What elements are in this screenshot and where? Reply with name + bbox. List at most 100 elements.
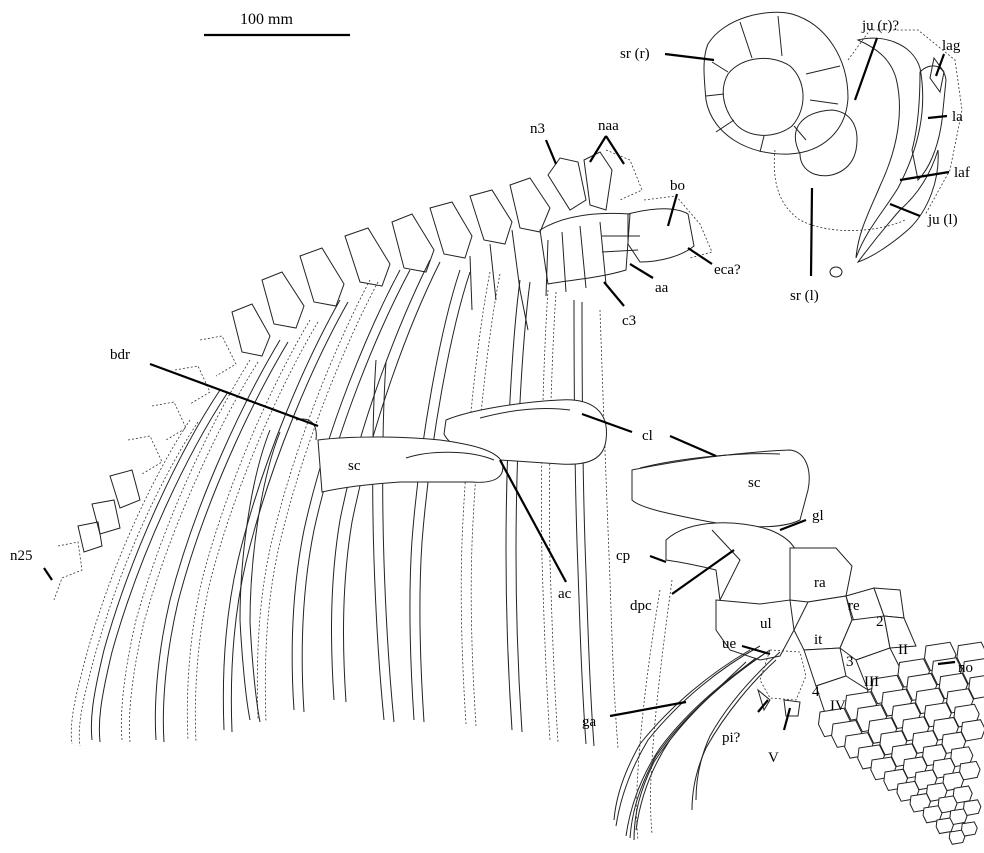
- neural-spine-9: [345, 228, 390, 286]
- label-sr-r: sr (r): [620, 46, 650, 62]
- leader-cl-2: [670, 436, 716, 456]
- leader-ac: [500, 460, 566, 582]
- neural-spine-12: [232, 304, 270, 356]
- neural-spine-4: [584, 152, 612, 210]
- phalanx: [964, 800, 981, 816]
- phalanx: [960, 761, 980, 779]
- label-bdr: bdr: [110, 347, 130, 363]
- label-no: no: [958, 660, 973, 676]
- label-ue: ue: [722, 636, 737, 652]
- leader-bdr: [150, 364, 318, 426]
- rib-cage: [71, 260, 618, 748]
- rib: [302, 270, 410, 712]
- skull-dorsal-margin: [848, 30, 962, 215]
- label-naa: naa: [598, 118, 619, 134]
- neural-spine-16: [128, 436, 162, 474]
- leader-c3: [604, 282, 624, 306]
- label-n25: n25: [10, 548, 33, 564]
- rib: [71, 420, 190, 744]
- rib: [373, 360, 384, 720]
- neural-spine-18: [92, 500, 120, 534]
- gastralium: [630, 658, 756, 838]
- rib: [223, 300, 340, 730]
- rib: [231, 302, 348, 732]
- neural-spine-13: [200, 336, 236, 376]
- rib: [240, 430, 270, 720]
- label-eca: eca?: [714, 262, 741, 278]
- orbit-outline: [795, 110, 857, 176]
- label-laf: laf: [954, 165, 970, 181]
- label-ul: ul: [760, 616, 772, 632]
- phalanx: [961, 720, 984, 741]
- rib: [471, 274, 500, 726]
- rib: [541, 290, 550, 740]
- rib: [461, 272, 490, 724]
- rib: [99, 392, 228, 742]
- leader-lag: [936, 54, 944, 76]
- label-aa: aa: [655, 280, 669, 296]
- pectoral-girdle: [296, 400, 607, 492]
- neural-spine-6: [470, 190, 512, 244]
- leader-sr-r: [665, 54, 714, 60]
- rib: [257, 280, 370, 720]
- gastralium: [696, 652, 780, 800]
- lacrimal: [912, 66, 946, 180]
- phalanx: [962, 822, 978, 836]
- scapula-right: [632, 450, 809, 527]
- label-n3: n3: [530, 121, 545, 137]
- sclerotic-plate-lines: [706, 16, 840, 152]
- leader-n25: [44, 568, 52, 580]
- scale-bar: 100 mm: [204, 11, 350, 35]
- sclerotic-ring-right: [704, 12, 848, 154]
- rib: [79, 422, 198, 746]
- label-ga: ga: [582, 714, 597, 730]
- label-ju-l: ju (l): [927, 212, 958, 228]
- rib: [91, 390, 220, 740]
- rib: [383, 362, 394, 722]
- label-lag: lag: [942, 38, 961, 54]
- label-ac: ac: [558, 586, 572, 602]
- neural-spine-8: [392, 214, 434, 272]
- sclerotic-ring-inner: [723, 58, 803, 135]
- label-digit-II: II: [898, 642, 908, 658]
- neural-spine-11: [262, 272, 304, 328]
- label-cl: cl: [642, 428, 653, 444]
- label-it: it: [814, 632, 823, 648]
- leader-aa: [630, 264, 653, 278]
- neural-spine-19: [78, 522, 102, 552]
- label-digit-III: III: [864, 674, 879, 690]
- leader-eca: [688, 248, 712, 264]
- scale-bar-label: 100 mm: [240, 11, 293, 28]
- label-la: la: [952, 109, 963, 125]
- skull-ventral-margin: [774, 150, 905, 231]
- leader-naa-2: [606, 136, 624, 164]
- metacarpal-V: [784, 700, 800, 716]
- skull: [704, 12, 962, 277]
- humerus: [666, 523, 798, 611]
- label-sc-limb: sc: [748, 475, 761, 491]
- label-re: re: [848, 598, 860, 614]
- rib: [582, 302, 594, 746]
- pisiform: [758, 690, 770, 710]
- label-ju-r: ju (r)?: [861, 18, 899, 34]
- label-digit-4: 4: [812, 684, 820, 700]
- label-ra: ra: [814, 575, 826, 591]
- label-sc-body: sc: [348, 458, 361, 474]
- label-cp: cp: [616, 548, 630, 564]
- label-sr-l: sr (l): [790, 288, 819, 304]
- neural-spine-n25: [54, 542, 82, 600]
- rib: [129, 362, 258, 742]
- neural-spine-7: [430, 202, 472, 258]
- leader-laf: [900, 172, 949, 180]
- skull-fragment: [830, 267, 842, 277]
- rib: [121, 360, 250, 740]
- rib: [155, 340, 280, 740]
- jugal-left: [858, 150, 938, 262]
- label-digit-3: 3: [846, 654, 854, 670]
- label-dpc: dpc: [630, 598, 652, 614]
- phalanx: [953, 786, 972, 803]
- label-gl: gl: [812, 508, 824, 524]
- label-digit-2: 2: [876, 614, 884, 630]
- label-V: V: [768, 750, 779, 766]
